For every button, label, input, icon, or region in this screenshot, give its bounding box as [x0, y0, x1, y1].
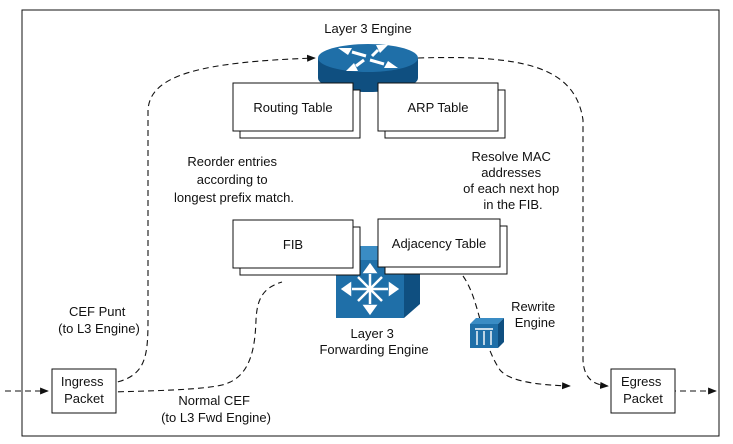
routing-table-label: Routing Table: [253, 100, 332, 115]
cef-punt-label: CEF Punt (to L3 Engine): [58, 304, 140, 336]
fwd-to-egress-path: [462, 275, 571, 390]
forwarding-engine-label: Layer 3 Forwarding Engine: [319, 326, 428, 357]
egress-packet-box: [610, 368, 676, 414]
ingress-packet-box: [51, 368, 117, 414]
normal-cef-path: [107, 281, 283, 393]
layer3-engine-label: Layer 3 Engine: [324, 21, 411, 36]
cef-punt-path: [107, 54, 316, 385]
packet-paths: [5, 54, 717, 395]
rewrite-engine-icon: [470, 318, 504, 348]
fib-label: FIB: [283, 237, 303, 252]
routing-table-box: [232, 82, 361, 139]
rewrite-engine-label: Rewrite Engine: [511, 299, 559, 330]
adjacency-table-label: Adjacency Table: [392, 236, 486, 251]
reorder-note: Reorder entries according to longest pre…: [174, 154, 294, 205]
resolve-note: Resolve MAC addresses of each next hop i…: [463, 149, 563, 212]
egress-packet-label: Egress Packet: [621, 374, 665, 406]
arp-table-label: ARP Table: [408, 100, 469, 115]
arp-table-box: [377, 82, 506, 139]
normal-cef-label: Normal CEF (to L3 Fwd Engine): [161, 393, 271, 425]
ingress-packet-label: Ingress Packet: [61, 374, 107, 406]
fib-box: [232, 219, 361, 276]
outer-frame: [21, 9, 720, 437]
adjacency-table-box: [377, 218, 508, 275]
engine-to-egress-path: [417, 57, 609, 389]
